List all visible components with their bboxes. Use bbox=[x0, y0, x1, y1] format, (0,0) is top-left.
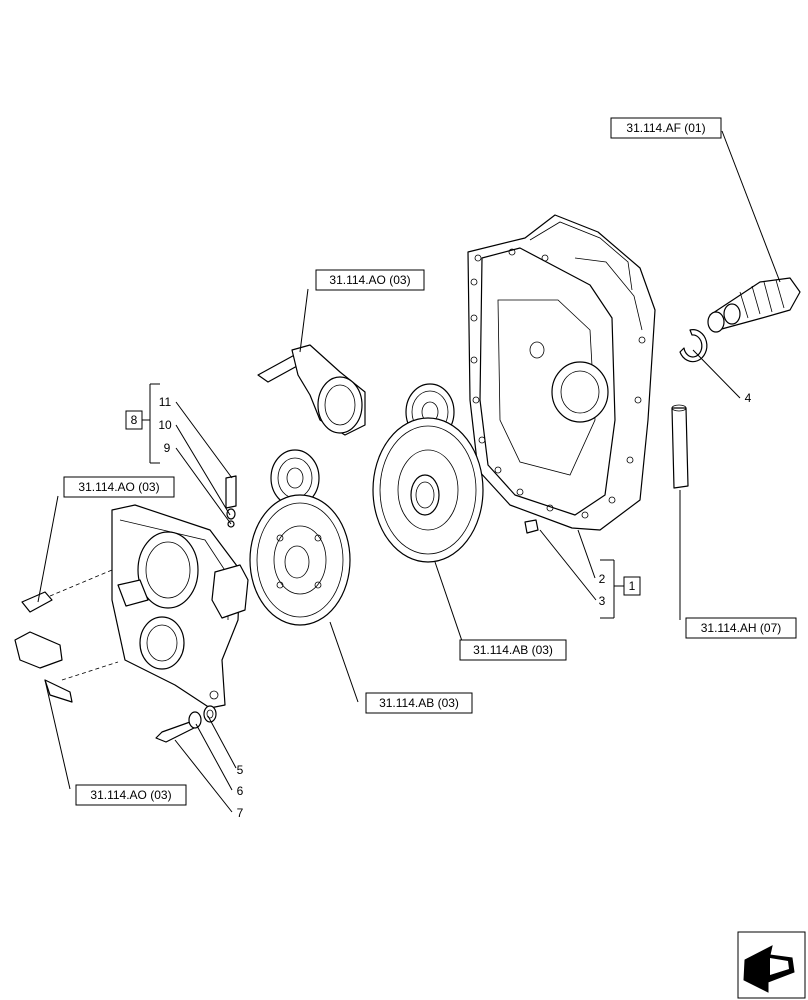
callout-11: 11 bbox=[159, 395, 172, 409]
next-page-arrow-icon[interactable] bbox=[737, 931, 806, 999]
svg-text:8: 8 bbox=[131, 413, 138, 427]
svg-text:31.114.AO (03): 31.114.AO (03) bbox=[329, 273, 410, 287]
svg-text:1: 1 bbox=[629, 579, 636, 593]
svg-text:31.114.AB (03): 31.114.AB (03) bbox=[379, 696, 459, 710]
shift-fork bbox=[257, 344, 366, 436]
svg-text:4: 4 bbox=[745, 391, 752, 405]
callout-8: 8 bbox=[125, 410, 143, 430]
svg-text:11: 11 bbox=[159, 395, 172, 409]
grease-fitting bbox=[225, 475, 237, 528]
svg-text:3: 3 bbox=[599, 594, 606, 608]
ref-31-114-ab-03-middle[interactable]: 31.114.AB (03) bbox=[365, 692, 473, 714]
callout-4: 4 bbox=[745, 391, 752, 405]
callout-7: 7 bbox=[237, 806, 244, 820]
svg-text:5: 5 bbox=[237, 763, 244, 777]
large-gear-middle bbox=[249, 494, 351, 626]
svg-text:10: 10 bbox=[158, 418, 172, 432]
ref-31-114-ao-03-top[interactable]: 31.114.AO (03) bbox=[315, 269, 425, 291]
svg-text:2: 2 bbox=[599, 572, 606, 586]
callout-5: 5 bbox=[237, 763, 244, 777]
leader-lines bbox=[37, 130, 781, 813]
ref-31-114-af-01[interactable]: 31.114.AF (01) bbox=[610, 117, 722, 139]
svg-text:31.114.AO (03): 31.114.AO (03) bbox=[90, 788, 171, 802]
dowel-pin bbox=[671, 404, 689, 489]
svg-text:6: 6 bbox=[237, 784, 244, 798]
callout-1: 1 bbox=[623, 576, 641, 596]
callout-6: 6 bbox=[237, 784, 244, 798]
snap-ring bbox=[679, 329, 708, 363]
svg-text:31.114.AB (03): 31.114.AB (03) bbox=[473, 643, 553, 657]
cover-plate bbox=[111, 504, 249, 709]
callout-2: 2 bbox=[599, 572, 606, 586]
svg-text:31.114.AF (01): 31.114.AF (01) bbox=[626, 121, 705, 135]
callout-10: 10 bbox=[158, 418, 172, 432]
callout-9: 9 bbox=[164, 441, 171, 455]
shift-linkage bbox=[14, 569, 119, 703]
callout-3: 3 bbox=[599, 594, 606, 608]
ref-31-114-ab-03-right[interactable]: 31.114.AB (03) bbox=[459, 639, 567, 661]
splined-shaft bbox=[707, 277, 801, 333]
ref-31-114-ao-03-bottom[interactable]: 31.114.AO (03) bbox=[75, 784, 187, 806]
ref-31-114-ah-07[interactable]: 31.114.AH (07) bbox=[685, 617, 797, 639]
transmission-housing bbox=[467, 214, 656, 534]
svg-text:31.114.AH (07): 31.114.AH (07) bbox=[701, 621, 782, 635]
svg-text:9: 9 bbox=[164, 441, 171, 455]
large-gear-right bbox=[372, 417, 484, 563]
svg-text:31.114.AO (03): 31.114.AO (03) bbox=[78, 480, 159, 494]
bolt-washer-set bbox=[155, 705, 217, 743]
ref-31-114-ao-03-left[interactable]: 31.114.AO (03) bbox=[63, 476, 175, 498]
svg-text:7: 7 bbox=[237, 806, 244, 820]
